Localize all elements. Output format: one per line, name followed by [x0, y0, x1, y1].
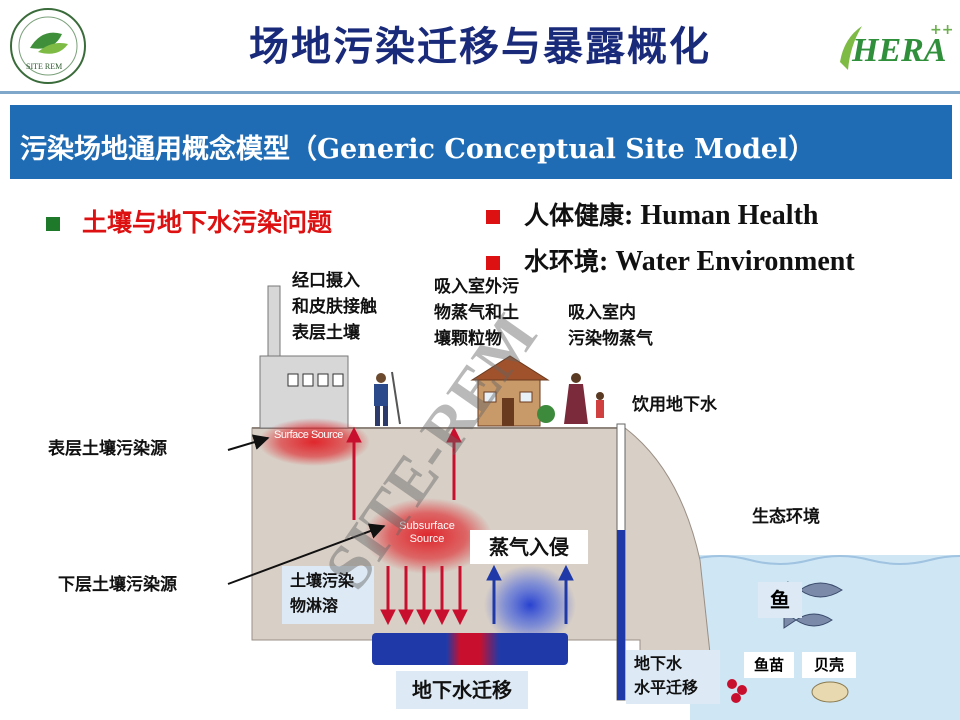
- factory-building: [259, 285, 349, 429]
- section-banner-title: 污染场地通用概念模型（Generic Conceptual Site Model…: [20, 127, 815, 166]
- leaching-arrows: [380, 566, 468, 626]
- indoor-inhalation-line: 吸入室内: [568, 303, 636, 323]
- section-banner: [10, 105, 952, 179]
- bullet-square-icon: [46, 217, 60, 231]
- bullet-water-environment: 水环境: Water Environment: [486, 242, 855, 278]
- ecology-label: 生态环境: [752, 507, 820, 527]
- leaching-label-line: 土壤污染: [290, 571, 355, 590]
- banner-en: Generic Conceptual Site Model: [317, 134, 789, 165]
- bullet-square-icon: [486, 256, 500, 270]
- subsurface-tag-line: Subsurface: [399, 520, 455, 532]
- worker-figure: [374, 371, 401, 426]
- vapor-intrusion-arrows: [486, 564, 574, 624]
- drinking-water-well: [616, 423, 626, 701]
- vapor-intrusion-label: 蒸气入侵: [489, 535, 569, 559]
- site-rem-logo-text: SITE REM: [26, 62, 63, 71]
- fry-box: 鱼苗: [744, 652, 794, 678]
- volatilization-arrows: [346, 426, 462, 520]
- fish-label: 鱼: [770, 588, 790, 612]
- horizontal-migration-line: 水平迁移: [634, 678, 699, 697]
- water-surface: [689, 555, 960, 565]
- leaching-box: 土壤污染 物淋溶: [282, 566, 374, 624]
- horizontal-migration-line: 地下水: [634, 654, 683, 673]
- shellfish-icon: [727, 679, 849, 703]
- ingestion-label: 经口摄入 和皮肤接触 表层土壤: [292, 268, 377, 346]
- ingestion-label-line: 经口摄入: [292, 271, 360, 291]
- title-divider: [0, 91, 960, 94]
- surface-source-label: 表层土壤污染源: [48, 439, 167, 459]
- drinking-water-label: 饮用地下水: [632, 395, 717, 415]
- groundwater-migration-box: 地下水迁移: [396, 671, 528, 709]
- hera-logo-text: HERA: [852, 32, 947, 69]
- subsurface-source-blob: [364, 498, 492, 574]
- bullet-soil-groundwater: 土壤与地下水污染问题: [46, 203, 332, 239]
- family-figures: [564, 373, 604, 424]
- ingestion-label-line: 表层土壤: [292, 323, 360, 343]
- bullet-human-health: 人体健康: Human Health: [486, 196, 818, 232]
- surface-source-pointer: [227, 434, 270, 451]
- indoor-inhalation-label: 吸入室内 污染物蒸气: [568, 300, 653, 352]
- ingestion-label-line: 和皮肤接触: [292, 297, 377, 317]
- leaching-label-line: 物淋溶: [290, 596, 339, 615]
- banner-cn: 污染场地通用概念模型（: [20, 134, 317, 165]
- shellfish-box: 贝壳: [802, 652, 856, 678]
- bullet-human-health-cn: 人体健康: [524, 201, 625, 230]
- hera-logo: HERA ++: [834, 18, 954, 78]
- house: [470, 355, 555, 427]
- subsurface-source-label: 下层土壤污染源: [58, 575, 177, 595]
- hera-logo-sup: ++: [930, 22, 954, 38]
- surface-source-blob: [258, 418, 370, 466]
- groundwater-migration-label: 地下水迁移: [412, 678, 512, 702]
- outdoor-inhalation-line: 吸入室外污: [434, 277, 519, 297]
- subsurface-source-pointer: [227, 523, 386, 585]
- vapor-blob: [484, 565, 576, 645]
- vapor-intrusion-box: 蒸气入侵: [470, 530, 588, 564]
- horizontal-migration-box: 地下水 水平迁移: [626, 650, 720, 704]
- bullet-soil-groundwater-text: 土壤与地下水污染问题: [82, 208, 333, 237]
- fry-label: 鱼苗: [753, 656, 784, 674]
- indoor-inhalation-line: 污染物蒸气: [568, 329, 653, 349]
- page-title: 场地污染迁移与暴露概化: [249, 24, 711, 70]
- subsurface-source-tag: Subsurface Source: [396, 520, 458, 546]
- subsurface-tag-line: Source: [409, 533, 445, 545]
- outdoor-inhalation-label: 吸入室外污 物蒸气和土 壤颗粒物: [434, 274, 519, 352]
- outdoor-inhalation-line: 壤颗粒物: [434, 329, 502, 349]
- outdoor-inhalation-line: 物蒸气和土: [434, 303, 519, 323]
- site-rem-logo: SITE REM: [8, 6, 88, 86]
- bullet-water-environment-cn: 水环境: [524, 247, 600, 276]
- groundwater-plume: [372, 633, 568, 665]
- banner-close: ）: [788, 134, 816, 165]
- bullet-human-health-en: : Human Health: [624, 200, 819, 231]
- bullet-water-environment-en: : Water Environment: [599, 246, 855, 277]
- surface-source-tag: Surface Source: [274, 429, 343, 441]
- shellfish-label: 贝壳: [813, 656, 844, 674]
- fish-box: 鱼: [758, 582, 802, 618]
- bullet-square-icon: [486, 210, 500, 224]
